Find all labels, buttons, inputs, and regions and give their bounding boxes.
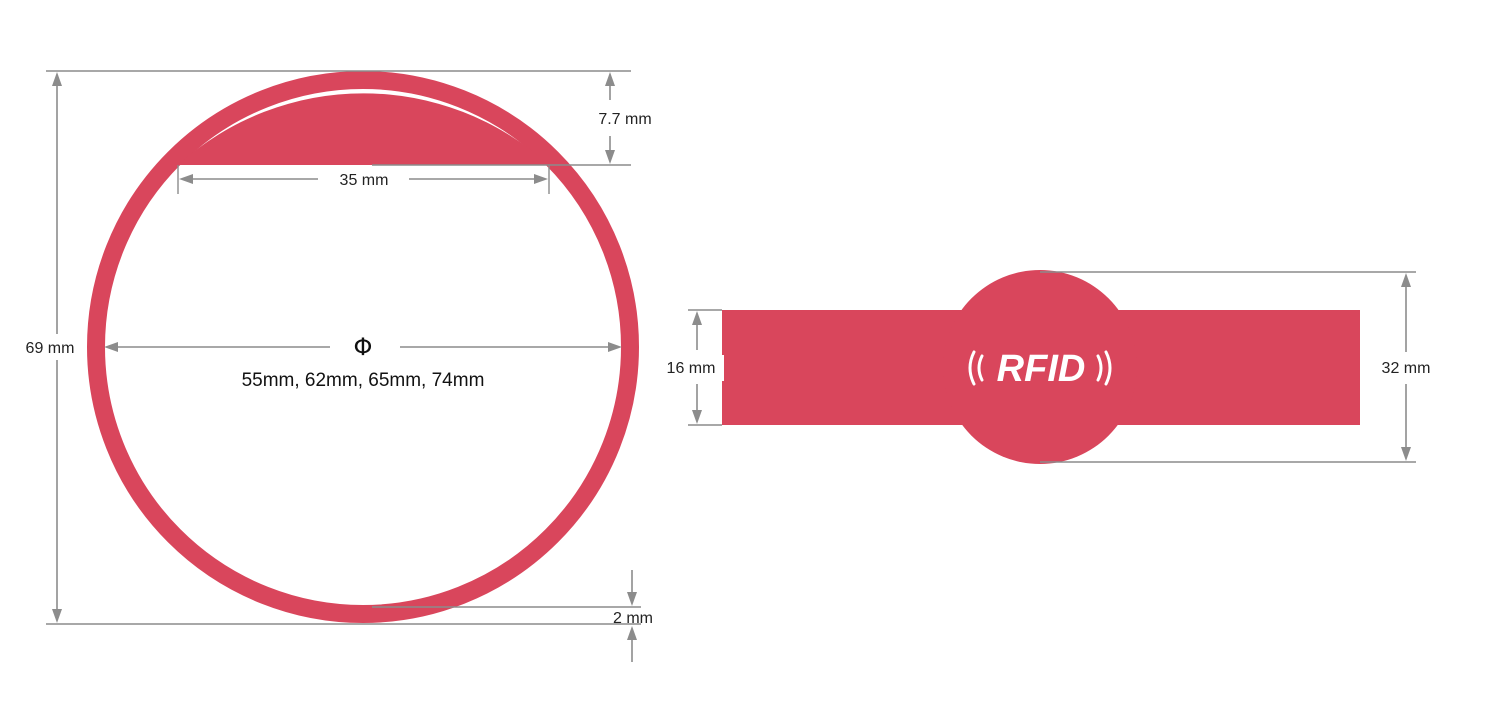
height-arrow-bottom (52, 609, 62, 623)
rfid-signal-waves-icon (968, 350, 1112, 386)
thickness-arrow-bottom (627, 626, 637, 640)
height-label-bg (18, 334, 82, 360)
chip-width-arrow-right (534, 174, 548, 184)
chip-depth-label: 7.7 mm (598, 111, 651, 128)
strap-width-label: 16 mm (667, 360, 716, 377)
height-arrow-top (52, 72, 62, 86)
disc-width-arrow-bottom (1401, 447, 1411, 461)
chip-segment (178, 93, 549, 165)
disc-width-label: 32 mm (1382, 360, 1431, 377)
disc-width-arrow-top (1401, 273, 1411, 287)
diameter-arrow-right (608, 342, 622, 352)
rfid-logo: RFID (968, 348, 1112, 390)
strap-width-label-bg (660, 355, 724, 381)
wristband-ring (87, 71, 639, 623)
thickness-arrow-top (627, 592, 637, 606)
chip-depth-arrow-top (605, 72, 615, 86)
strap-width-arrow-bottom (692, 410, 702, 424)
disc-width-label-bg (1372, 355, 1440, 381)
round-wristband-view: 69 mm 7.7 mm 35 mm Φ 55mm, 62mm, 65mm, 7… (18, 70, 653, 662)
diameter-arrow-left (104, 342, 118, 352)
flat-wristband-view: RFID 16 mm 32 mm (660, 270, 1440, 464)
diameter-options-label: 55mm, 62mm, 65mm, 74mm (242, 370, 485, 391)
strap-width-arrow-top (692, 311, 702, 325)
chip-width-arrow-left (179, 174, 193, 184)
band-thickness-label: 2 mm (613, 610, 653, 627)
rfid-logo-text: RFID (997, 348, 1086, 390)
chip-disc (943, 270, 1137, 464)
chip-depth-arrow-bottom (605, 150, 615, 164)
diameter-symbol: Φ (354, 333, 373, 361)
chip-width-label: 35 mm (340, 172, 389, 189)
overall-height-label: 69 mm (26, 340, 75, 357)
